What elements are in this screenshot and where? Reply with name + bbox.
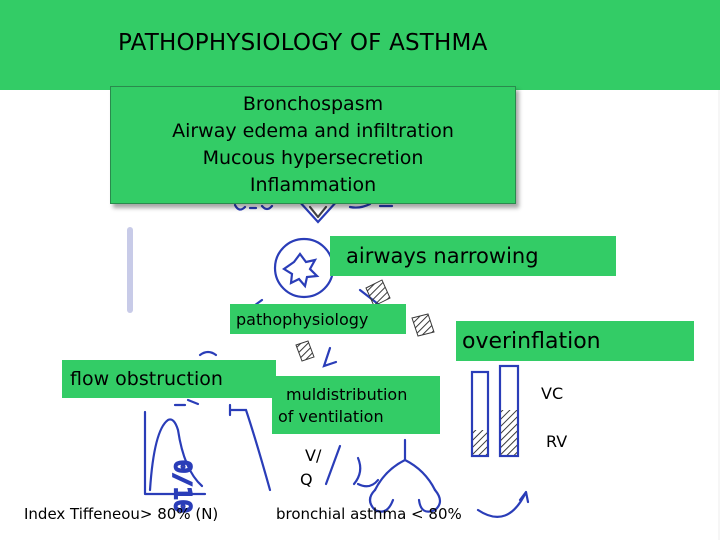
mechanism-bronchospasm: Bronchospasm [242,93,384,115]
mechanism-inflammation: Inflammation [249,174,377,196]
bronchial-tree [373,438,437,492]
volume-column-asthma [498,364,520,458]
vq-numerator: V/ [305,446,322,465]
muldistribution-label: muldistribution of ventilation [272,376,440,434]
vc-label: VC [541,384,564,403]
bronchial-asthma-label: bronchial asthma < 80% [276,505,462,523]
return-arrow [476,490,530,518]
spirogram-curve-1 [148,418,204,492]
spirogram-curve-2 [228,403,272,492]
muldistribution-line-2: of ventilation [278,407,384,426]
mechanisms-box: Bronchospasm Airway edema and infiltrati… [110,86,516,204]
muldistribution-line-1: muldistribution [286,385,408,404]
rv-label: RV [546,432,568,451]
svg-text:0/10: 0/10 [169,460,194,513]
flow-obstruction-label: flow obstruction [62,360,276,398]
volume-column-normal [470,370,490,458]
vq-denominator: Q [300,470,313,489]
down-arrow [296,198,340,224]
overinflation-label: overinflation [456,321,694,361]
title-bar [0,0,720,90]
vq-slash [324,444,342,486]
pathophysiology-label: pathophysiology [230,304,406,334]
mechanism-edema: Airway edema and infiltration [172,120,454,142]
rv-hatch-asthma [501,410,517,455]
page-title: PATHOPHYSIOLOGY OF ASTHMA [118,30,488,56]
scribble-top [233,202,394,211]
index-tiffeneau-label: Index Tiffeneou> 80% (N) [24,505,219,523]
airways-narrowing-label: airways narrowing [330,236,616,276]
mechanism-mucous: Mucous hypersecretion [202,147,424,169]
spirogram-axes [143,410,207,496]
rv-hatch-normal [473,430,487,455]
